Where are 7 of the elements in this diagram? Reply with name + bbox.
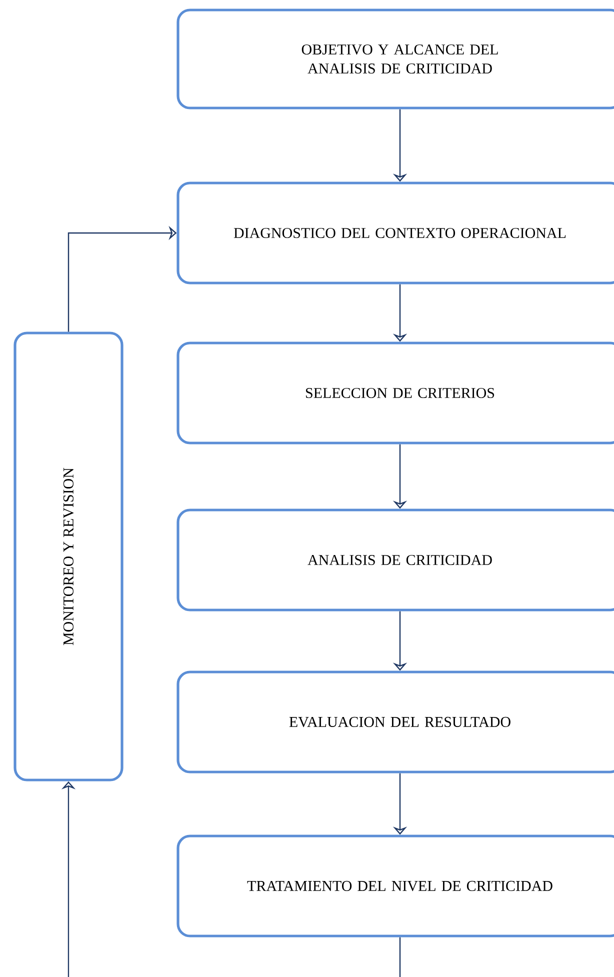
process-box: SELECCION DE CRITERIOS — [176, 342, 614, 444]
process-box: DIAGNOSTICO DEL CONTEXTO OPERACIONAL — [176, 182, 614, 284]
process-box: TRATAMIENTO DEL NIVEL DE CRITICIDAD — [176, 834, 614, 938]
process-box: OBJETIVO Y ALCANCE DEL ANALISIS DE CRITICIDAD — [176, 8, 614, 110]
process-box: ANALISIS DE CRITICIDAD — [176, 508, 614, 612]
process-box: EVALUACION DEL RESULTADO — [176, 670, 614, 774]
process-box: MONITOREO Y REVISION — [14, 332, 124, 782]
